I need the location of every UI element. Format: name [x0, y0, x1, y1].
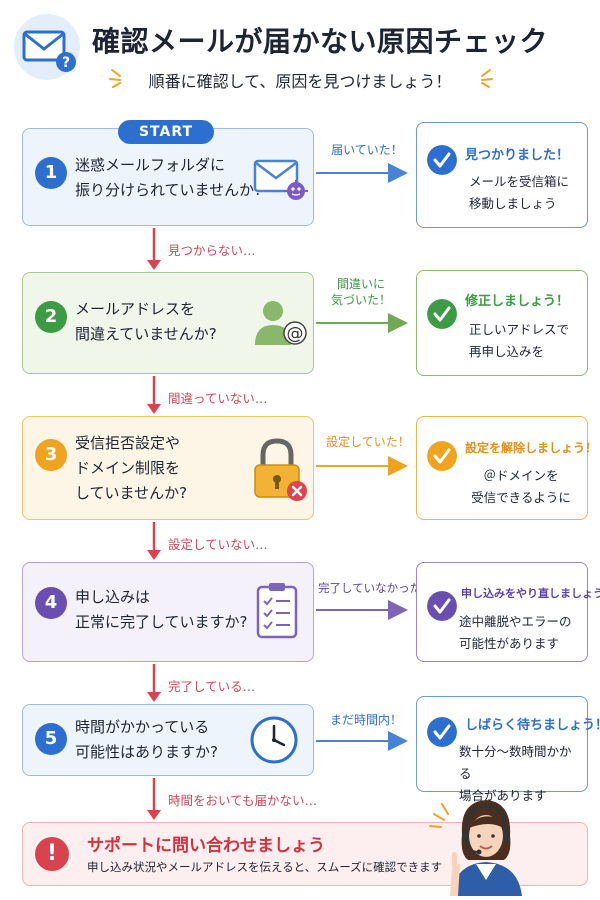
page-subtitle: 順番に確認して、原因を見つけましょう！ [148, 72, 452, 91]
no-label-1: 見つからない… [168, 243, 256, 258]
support-operator-illustration [429, 800, 522, 896]
page-title: 確認メールが届かない原因チェック [92, 25, 549, 58]
svg-text:?: ? [62, 55, 70, 71]
yes-label-2: 間違いに 気づいた！ [330, 277, 391, 307]
yes-label-3: 設定していた！ [326, 435, 410, 449]
result-2-box: 修正しましょう！ 正しいアドレスで 再申し込みを [416, 270, 588, 376]
step-question: メールアドレスを 間違えていませんか? [75, 300, 217, 343]
step-4-box: 4 申し込みは 正常に完了していますか? [22, 562, 314, 662]
check-circle-icon [427, 299, 457, 329]
alert-icon: ! [35, 837, 69, 871]
mail-spam-icon [253, 159, 308, 200]
start-badge: START [118, 120, 214, 144]
check-circle-icon [427, 717, 457, 747]
no-label-5: 時間をおいても届かない… [168, 793, 318, 808]
padlock-icon [254, 438, 307, 501]
check-circle-icon [427, 591, 457, 621]
step-number: 4 [35, 587, 67, 619]
result-body: 数十分～数時間かかる 場合があります [459, 744, 572, 803]
sparkle-right-icon [481, 69, 493, 88]
step-question: 時間がかかっている 可能性はありますか? [75, 718, 218, 761]
step-question: 迷惑メールフォルダに 振り分けられていませんか? [75, 156, 263, 199]
result-title: 申し込みをやり直しましょう！ [461, 587, 600, 600]
no-label-4: 完了している… [168, 679, 256, 694]
result-5-box: しばらく待ちましょう！ 数十分～数時間かかる 場合があります [416, 696, 600, 803]
result-body: ＠ドメインを 受信できるように [471, 468, 571, 505]
step-number: 5 [35, 723, 67, 755]
step-5-box: 5 時間がかかっている 可能性はありますか? [22, 704, 314, 776]
check-circle-icon [427, 441, 457, 471]
result-4-box: 申し込みをやり直しましょう！ 途中離脱やエラーの 可能性があります [416, 562, 600, 662]
result-title: 修正しましょう！ [465, 294, 570, 309]
check-circle-icon [427, 145, 457, 175]
step-2-box: 2 メールアドレスを 間違えていませんか? @ [22, 272, 314, 374]
result-body: メールを受信箱に 移動しましょう [469, 174, 570, 211]
clipboard-icon [256, 583, 298, 639]
result-body: 途中離脱やエラーの 可能性があります [459, 614, 572, 651]
clock-icon [250, 716, 298, 764]
yes-label-4: 完了していなかった！ [318, 581, 433, 595]
no-label-2: 間違っていない… [168, 391, 268, 406]
step-number: 2 [35, 301, 67, 333]
step-question: 受信拒否設定や ドメイン制限を していませんか? [75, 434, 188, 502]
result-title: 見つかりました！ [465, 148, 570, 163]
step-number: 1 [35, 157, 67, 189]
header-mail-question-icon: ? [14, 14, 80, 80]
yes-label-1: 届いていた！ [331, 143, 403, 157]
no-label-3: 設定していない… [168, 537, 268, 552]
user-at-icon: @ [255, 301, 307, 345]
support-body: 申し込み状況やメールアドレスを伝えると、スムーズに確認できます [87, 860, 443, 874]
yes-label-5: まだ時間内！ [329, 713, 402, 727]
result-title: しばらく待ちましょう！ [465, 718, 600, 733]
sparkle-left-icon [109, 69, 121, 88]
result-body: 正しいアドレスで 再申し込みを [469, 322, 570, 359]
svg-text:@: @ [287, 324, 304, 344]
result-title: 設定を解除しましょう！ [465, 441, 598, 455]
result-3-box: 設定を解除しましょう！ ＠ドメインを 受信できるように [416, 416, 598, 520]
step-question: 申し込みは 正常に完了していますか? [75, 588, 248, 631]
step-number: 3 [35, 439, 67, 471]
result-1-box: 見つかりました！ メールを受信箱に 移動しましょう [416, 122, 588, 228]
support-title: サポートに問い合わせましょう [87, 836, 325, 856]
step-3-box: 3 受信拒否設定や ドメイン制限を していませんか? [22, 416, 314, 520]
